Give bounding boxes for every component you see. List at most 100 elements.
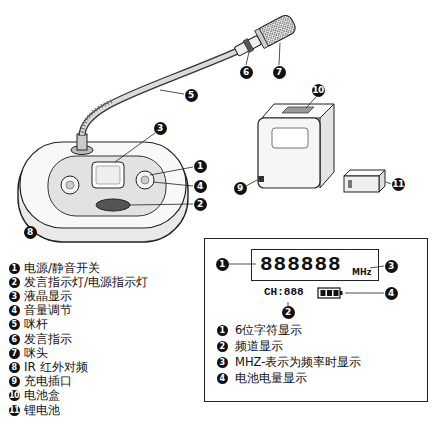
callout-number: 2 — [9, 277, 20, 288]
callout-number: 3 — [385, 260, 398, 273]
callout-number: 5 — [185, 89, 198, 102]
callout-number: 4 — [385, 287, 398, 300]
legend-text: 频道显示 — [235, 340, 283, 353]
control-panel — [48, 156, 166, 216]
part-name: 电池盒 — [24, 388, 60, 403]
box-latch — [272, 128, 308, 148]
lcd-glass — [96, 166, 120, 184]
callout-number: 2 — [194, 198, 207, 211]
callout-number: 9 — [9, 376, 20, 387]
callout-number: 1 — [9, 263, 20, 274]
callout-number: 4 — [9, 305, 20, 316]
leader-line — [160, 90, 184, 94]
gooseneck-segments — [82, 101, 112, 136]
callout-number: 3 — [154, 122, 167, 135]
callout-number: 10 — [9, 390, 20, 401]
box-front — [258, 118, 320, 188]
channel-readout: CH:888 — [264, 286, 304, 299]
mic-band — [255, 28, 269, 48]
leader-line — [370, 266, 384, 268]
microphone-base — [18, 134, 188, 242]
callout-number: 10 — [312, 84, 325, 97]
callout-number: 4 — [194, 180, 207, 193]
lcd-screen: 888888MHz — [251, 249, 379, 281]
legend-text: 6位字符显示 — [235, 324, 302, 337]
battery-bar — [321, 290, 326, 296]
leader-line — [345, 293, 384, 294]
volume-knob — [61, 176, 79, 194]
callout-number: 1 — [217, 325, 228, 336]
gooseneck — [82, 50, 240, 136]
callout-number: 1 — [194, 160, 207, 173]
base-top — [20, 142, 186, 228]
battery-bar — [334, 290, 339, 296]
part-name: 锂电池 — [24, 403, 60, 418]
battery-front — [344, 176, 379, 192]
leader-line — [153, 182, 193, 186]
leader-line — [115, 133, 155, 162]
part-name: 咪头 — [24, 346, 48, 361]
leader-line — [386, 182, 391, 184]
leader-lines — [115, 43, 391, 306]
callout-number: 2 — [282, 306, 295, 319]
neck-socket — [77, 134, 87, 150]
leader-line — [150, 167, 193, 175]
knob-center — [66, 181, 74, 189]
battery-side — [379, 170, 385, 192]
gooseneck-outline — [82, 50, 240, 136]
lithium-battery — [344, 170, 385, 192]
battery-outline — [318, 288, 340, 298]
battery-top — [344, 170, 385, 176]
callout-number: 9 — [234, 182, 247, 195]
lcd-window — [92, 162, 124, 188]
six-digit-readout: 888888 — [260, 253, 342, 277]
callout-number: 6 — [9, 334, 20, 345]
part-name: IR 红外对频 — [24, 360, 88, 375]
knob-center — [141, 176, 149, 184]
leader-line — [246, 180, 257, 186]
callout-number: 3 — [9, 291, 20, 302]
callout-number: 8 — [9, 362, 20, 373]
callout-number: 7 — [273, 66, 286, 79]
box-side — [320, 104, 334, 188]
battery-slot — [282, 107, 314, 113]
leader-line — [306, 97, 316, 108]
callout-number: 1 — [216, 258, 229, 271]
part-name: 发言指示灯/电源指示灯 — [24, 275, 148, 290]
mic-mesh — [255, 13, 298, 48]
callout-number: 6 — [240, 66, 253, 79]
power-knob — [136, 171, 154, 189]
legend-text: 电池电量显示 — [235, 372, 307, 385]
part-name: 充电插口 — [24, 374, 72, 389]
callout-number: 11 — [9, 405, 20, 416]
mic-collar — [234, 35, 262, 56]
battery-nub — [340, 291, 343, 295]
leader-line — [130, 204, 193, 205]
part-name: 咪杆 — [24, 317, 48, 332]
callout-number: 8 — [24, 226, 37, 239]
part-name: 音量调节 — [24, 303, 72, 318]
speak-button — [96, 199, 130, 211]
battery-box — [258, 104, 334, 188]
callout-number: 5 — [9, 319, 20, 330]
battery-bar — [327, 290, 332, 296]
leader-line — [246, 52, 249, 65]
callout-number: 7 — [9, 348, 20, 359]
leader-line — [279, 43, 280, 65]
charge-port — [258, 176, 264, 182]
part-name: 液晶显示 — [24, 289, 72, 304]
callout-number: 2 — [217, 341, 228, 352]
gooseneck-body — [82, 50, 240, 136]
battery-contact — [348, 180, 352, 188]
callout-number: 4 — [217, 373, 228, 384]
part-name: 电源/静音开关 — [24, 261, 100, 276]
battery-level-icon — [318, 288, 343, 298]
callout-number: 3 — [217, 357, 228, 368]
callout-number: 11 — [392, 178, 405, 191]
part-name: 发言指示 — [24, 332, 72, 347]
legend-text: MHZ-表示为频率时显示 — [235, 356, 361, 369]
mic-head — [232, 13, 298, 61]
speak-led-ring — [243, 39, 254, 53]
mhz-indicator: MHz — [352, 268, 371, 277]
